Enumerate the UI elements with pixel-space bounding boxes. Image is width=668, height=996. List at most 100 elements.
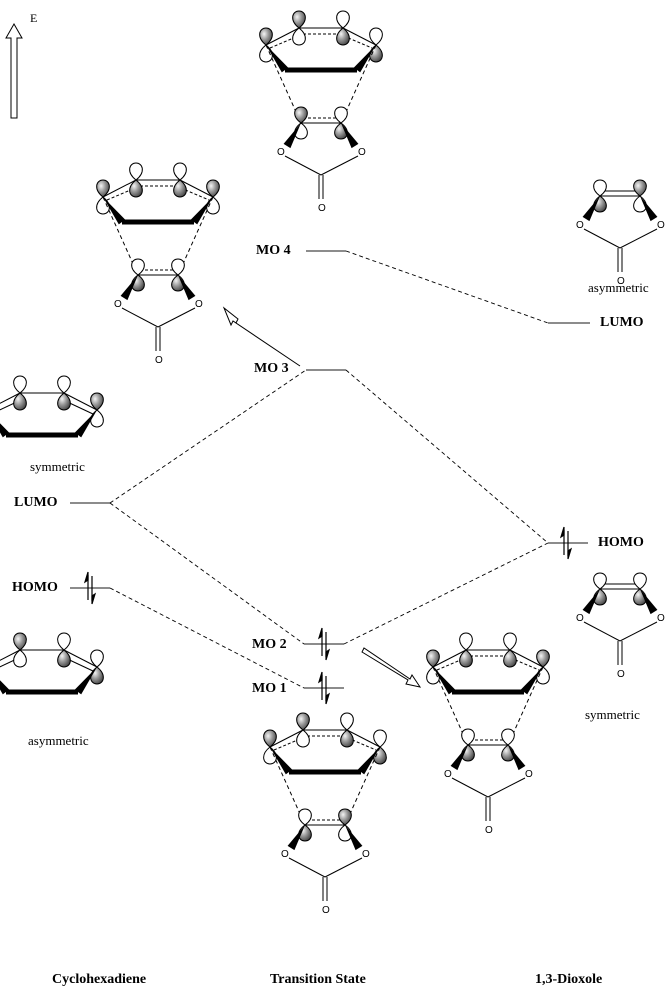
- cyclohexadiene-ring: [0, 375, 104, 438]
- oxygen-atom-label: O: [485, 825, 493, 836]
- p-orbital: [593, 572, 607, 606]
- column-title-dioxole: 1,3-Dioxole: [535, 972, 603, 987]
- open-lobe: [593, 179, 607, 197]
- shaded-lobe: [503, 649, 517, 668]
- oxygen-atom-label: O: [576, 220, 584, 231]
- spin-down-head: [91, 592, 97, 605]
- open-lobe: [336, 10, 350, 29]
- bond: [583, 621, 621, 642]
- bond: [619, 228, 658, 249]
- bond: [157, 307, 196, 328]
- bond: [432, 649, 467, 668]
- correlation-line: [345, 250, 549, 324]
- transition-state-complex: O O O: [426, 632, 550, 836]
- wedge-bond: [74, 667, 97, 695]
- cyclohexadiene-ring: [263, 712, 387, 775]
- wedge-bond: [433, 667, 456, 695]
- shaded-lobe: [338, 808, 352, 826]
- shaded-lobe: [96, 179, 110, 198]
- p-orbital: [57, 375, 71, 411]
- correlation-line: [343, 542, 549, 645]
- shaded-lobe: [294, 106, 308, 124]
- spin-up-head: [317, 671, 323, 684]
- oxygen-atom-label: O: [322, 905, 330, 916]
- open-lobe: [459, 632, 473, 651]
- correlation-line: [345, 369, 549, 544]
- open-lobe: [373, 729, 387, 748]
- wedge-bond: [270, 747, 293, 775]
- open-lobe: [131, 258, 145, 276]
- bond: [451, 777, 489, 798]
- interaction-arrow-icon: [222, 306, 301, 367]
- open-lobe: [90, 649, 104, 668]
- level-label-ts-mo1: MO 1: [252, 681, 287, 696]
- partial-bond: [269, 33, 304, 49]
- wedge-bond: [450, 745, 468, 771]
- bond: [0, 392, 21, 404]
- shaded-lobe: [296, 712, 310, 731]
- p-orbital: [296, 712, 310, 748]
- shaded-lobe: [90, 666, 104, 685]
- cyclohexadiene-ring: [0, 632, 104, 695]
- oxygen-atom-label: O: [525, 769, 533, 780]
- shaded-lobe: [426, 649, 440, 668]
- correlation-line: [109, 369, 307, 504]
- wedge-bond: [640, 589, 658, 615]
- p-orbital: [501, 728, 515, 762]
- column-title-transition-state: Transition State: [270, 972, 366, 987]
- bond: [509, 649, 544, 668]
- bond: [342, 27, 377, 46]
- open-lobe: [298, 808, 312, 826]
- shaded-lobe: [13, 632, 27, 651]
- open-lobe: [369, 27, 383, 46]
- wedge-bond: [178, 275, 196, 301]
- level-label-cyclohexadiene-homo: HOMO: [12, 580, 58, 595]
- p-orbital: [292, 10, 306, 46]
- spin-down-head: [325, 648, 331, 661]
- bond: [583, 228, 621, 249]
- bond: [121, 307, 159, 328]
- p-orbital: [336, 10, 350, 46]
- symmetry-caption-cyclohexadiene-lumo: symmetric: [30, 459, 85, 474]
- shaded-lobe: [336, 27, 350, 46]
- spin-up-head: [83, 571, 89, 584]
- partial-bond: [106, 185, 141, 201]
- spin-down-head: [325, 692, 331, 705]
- wedge-bond: [120, 275, 138, 301]
- shaded-lobe: [292, 10, 306, 29]
- p-orbital: [340, 712, 354, 748]
- oxygen-atom-label: O: [318, 203, 326, 214]
- interaction-arrow-icon: [361, 647, 422, 688]
- open-lobe: [593, 572, 607, 590]
- wedge-bond: [357, 747, 380, 775]
- shaded-lobe: [259, 27, 273, 46]
- wedge-bond: [640, 196, 658, 222]
- partial-bond: [436, 655, 471, 671]
- oxygen-atom-label: O: [195, 299, 203, 310]
- level-label-ts-mo3: MO 3: [254, 361, 289, 376]
- bond: [63, 649, 98, 668]
- p-orbital: [334, 106, 348, 140]
- bond: [487, 777, 526, 798]
- level-label-ts-mo4: MO 4: [256, 243, 291, 258]
- shaded-lobe: [90, 392, 104, 411]
- oxygen-atom-label: O: [277, 147, 285, 158]
- wedge-bond: [520, 667, 543, 695]
- shaded-lobe: [13, 392, 27, 411]
- level-label-cyclohexadiene-lumo: LUMO: [14, 495, 58, 510]
- open-lobe: [171, 258, 185, 276]
- bond: [288, 857, 326, 878]
- spin-up-head: [317, 627, 323, 640]
- cyclohexadiene-ring: [96, 162, 220, 225]
- level-label-dioxole-lumo: LUMO: [600, 315, 644, 330]
- oxygen-atom-label: O: [444, 769, 452, 780]
- p-orbital: [57, 632, 71, 668]
